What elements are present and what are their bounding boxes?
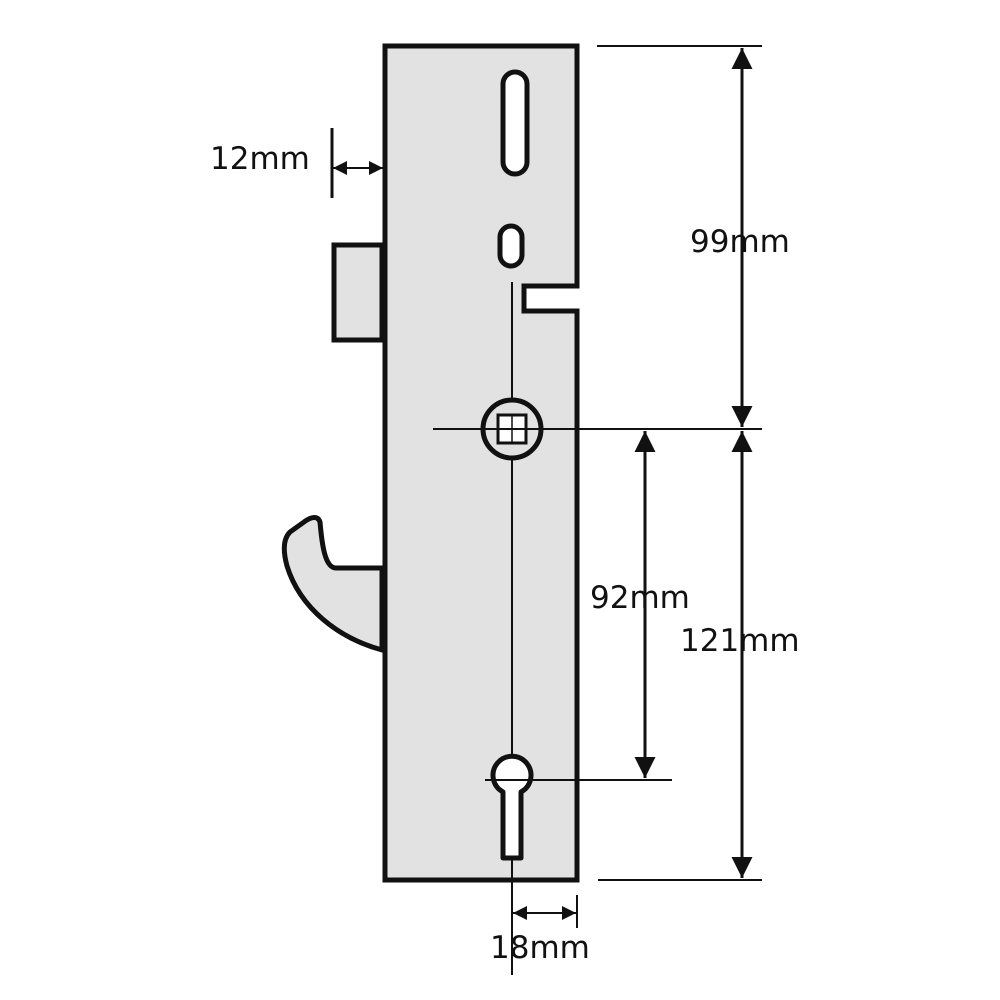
dimension-label-faceplate-width: 18mm [490, 930, 590, 966]
dimension-label-centre-to-centre: 92mm [590, 580, 690, 616]
hook-bolt [281, 515, 385, 653]
faceplate-slot [500, 69, 530, 177]
dimension-label-backset: 12mm [210, 141, 310, 177]
fixing-hole [497, 223, 525, 269]
faceplate [382, 43, 580, 883]
dimension-label-top-to-follower: 99mm [690, 224, 790, 260]
deadbolt [331, 242, 385, 343]
dimension-label-follower-to-bottom: 121mm [680, 623, 800, 659]
